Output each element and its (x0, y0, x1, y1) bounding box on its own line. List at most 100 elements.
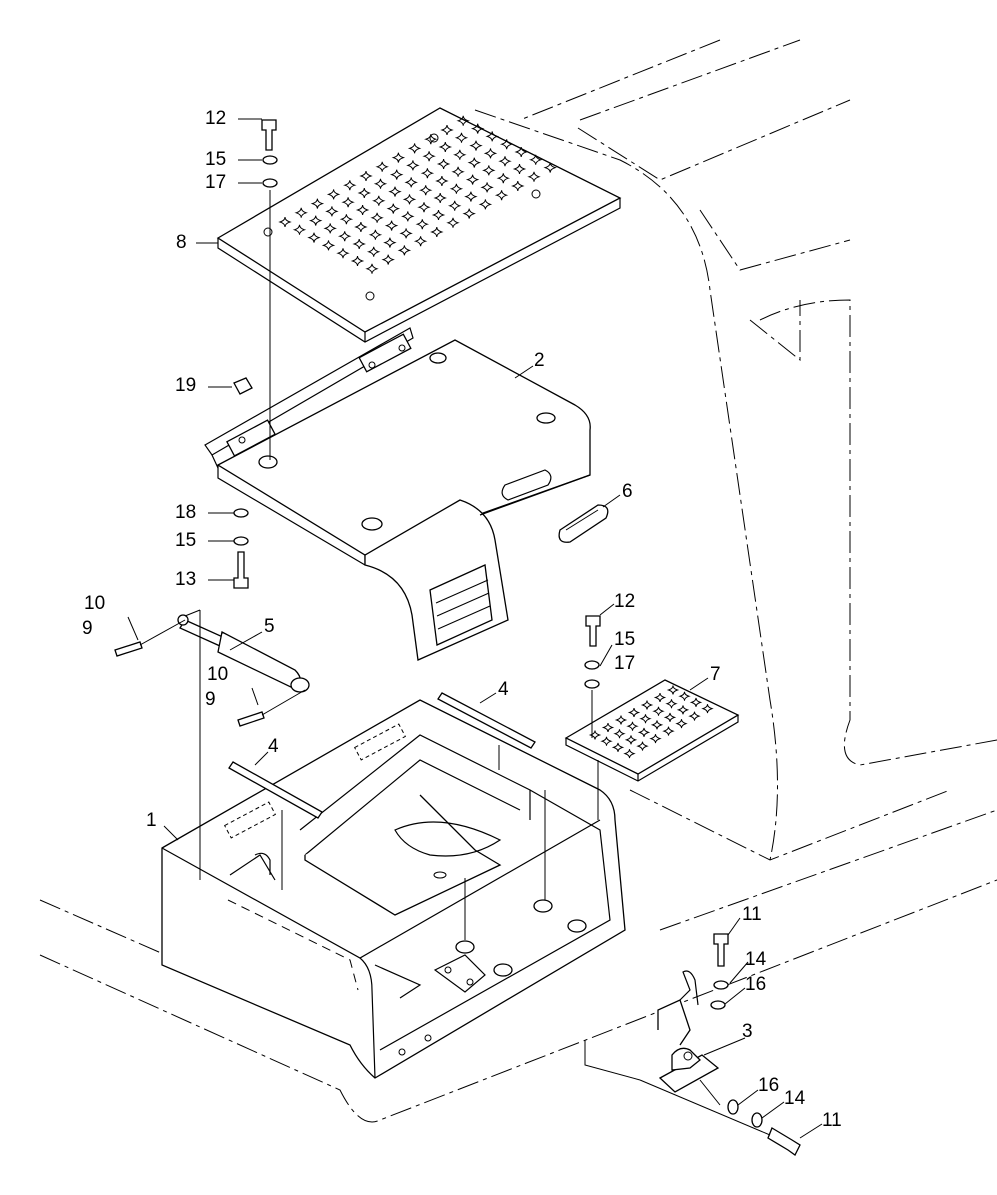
callout-14-top: 14 (745, 949, 767, 970)
perforation-hole (451, 166, 465, 177)
perforation-hole (366, 246, 381, 257)
latch (657, 970, 720, 1093)
perforation-hole (389, 169, 404, 180)
callout-10-left: 10 (84, 593, 105, 614)
perforation-hole (623, 749, 636, 759)
perforation-hole (384, 220, 399, 231)
perforation-hole (431, 209, 446, 221)
fasteners (114, 119, 801, 1156)
callout-14-bottom: 14 (784, 1088, 806, 1109)
perforation-hole (663, 712, 677, 722)
leader-lines (163, 118, 823, 1139)
perforation-hole (449, 183, 464, 194)
callout-labels: 12 15 17 8 2 19 6 18 15 13 10 9 5 10 9 1… (82, 108, 842, 1131)
perforation-hole (467, 157, 482, 168)
perforation-hole (399, 228, 413, 239)
perforation-hole (678, 691, 691, 701)
perforation-hole (456, 115, 470, 126)
callout-15-right: 15 (614, 629, 635, 650)
perforation-hole (483, 148, 498, 159)
perforation-hole (639, 714, 652, 724)
callout-18: 18 (175, 502, 196, 523)
callout-1: 1 (146, 810, 157, 831)
perforation-hole (352, 238, 366, 250)
callout-12-right: 12 (614, 591, 635, 612)
perforation-hole (588, 730, 602, 740)
perforation-hole (308, 215, 323, 226)
perforation-hole (624, 735, 638, 745)
perforation-hole (482, 165, 496, 176)
perforation-hole (653, 692, 667, 703)
callout-17-top: 17 (205, 172, 226, 193)
perforation-hole (397, 245, 412, 256)
perforation-hole (464, 191, 478, 202)
perforation-hole (453, 149, 467, 160)
callout-15-mid: 15 (175, 530, 196, 551)
perforation-hole (640, 700, 654, 710)
perforation-hole (435, 175, 449, 187)
perforation-hole (365, 263, 379, 274)
perforation-hole (391, 152, 406, 163)
perforation-hole (652, 706, 665, 716)
perforation-hole (404, 177, 418, 188)
perforation-hole (499, 139, 514, 150)
callout-9-left: 9 (82, 618, 93, 639)
perforation-hole (527, 171, 541, 182)
perforation-hole (350, 255, 365, 267)
perforation-hole (600, 736, 613, 746)
storage-box (161, 699, 626, 1079)
perforation-hole (436, 158, 451, 170)
callout-2: 2 (534, 350, 545, 371)
perforation-hole (478, 199, 493, 210)
perforation-hole (386, 203, 401, 214)
callout-11-bottom: 11 (822, 1110, 842, 1131)
perforation-hole (278, 216, 292, 228)
perforation-hole (326, 189, 341, 200)
perforation-hole (446, 217, 460, 228)
callout-5: 5 (264, 616, 275, 637)
perforation-hole (373, 178, 388, 189)
callout-19: 19 (175, 375, 196, 396)
callout-8: 8 (176, 232, 187, 253)
perforation-hole (665, 699, 678, 709)
callout-7: 7 (710, 664, 721, 685)
callout-4-right: 4 (498, 679, 509, 700)
perforation-hole (325, 206, 339, 217)
perforation-hole (307, 232, 321, 243)
callout-13: 13 (175, 569, 196, 590)
perforation-hole (415, 219, 430, 230)
perforation-hole (676, 705, 690, 715)
perforation-hole (465, 174, 480, 185)
perforation-hole (401, 211, 415, 222)
perforation-hole (469, 140, 483, 151)
perforation-hole (375, 161, 389, 172)
callout-15-top: 15 (205, 149, 226, 170)
perforation-hole (626, 721, 639, 731)
perforation-hole (650, 720, 664, 730)
perforation-hole (420, 168, 435, 179)
rods (228, 692, 536, 819)
perforation-hole (470, 123, 485, 134)
main-cover (204, 327, 591, 661)
perforation-hole (480, 182, 494, 193)
callout-16-top: 16 (745, 974, 766, 995)
perforation-hole (496, 173, 511, 184)
perforation-hole (422, 151, 436, 162)
perforation-hole (438, 141, 453, 153)
perforation-hole (649, 734, 662, 744)
callout-9-right: 9 (205, 689, 216, 710)
perforation-hole (413, 236, 428, 247)
perforation-hole (613, 729, 626, 739)
perforation-hole (354, 221, 368, 233)
perforation-hole (406, 160, 420, 171)
callout-3: 3 (742, 1021, 753, 1042)
perforation-hole (662, 726, 675, 736)
callout-10-right: 10 (207, 664, 228, 685)
perforation-hole (627, 707, 641, 718)
perforation-hole (355, 204, 370, 216)
upper-grating-plate (216, 107, 622, 343)
perforation-hole (407, 143, 422, 154)
perforation-hole (323, 223, 337, 234)
perforation-hole (388, 186, 402, 197)
perforation-hole (321, 240, 336, 251)
